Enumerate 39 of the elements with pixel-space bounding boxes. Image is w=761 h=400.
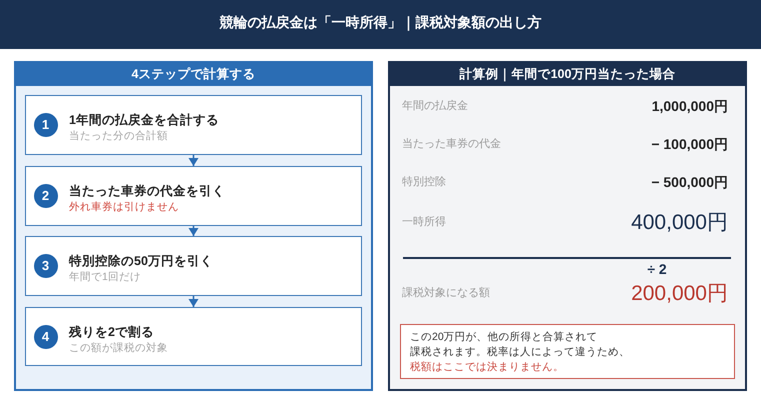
- note-text: この20万円が、他の所得と合算されて: [410, 330, 599, 345]
- step-title: 残りを2で割る: [69, 324, 154, 340]
- step-warning: 外れ車券は引けません: [69, 200, 179, 214]
- total-amount: 400,000円: [631, 210, 728, 234]
- step-box: [25, 307, 362, 366]
- arrow: [188, 296, 198, 307]
- step-number-circle: 1: [34, 113, 58, 137]
- amount: − 500,000円: [651, 173, 728, 191]
- step-note: 当たった分の合計額: [69, 129, 168, 143]
- step-title: 特別控除の50万円を引く: [69, 253, 213, 269]
- amount: − 100,000円: [651, 135, 728, 153]
- step-note: 年間で1回だけ: [69, 270, 141, 284]
- warning-text: 税額はここでは決まりません。: [410, 360, 565, 375]
- step-title: 1年間の払戻金を合計する: [69, 112, 219, 128]
- taxable-amount: 200,000円: [631, 280, 728, 306]
- step-box: [25, 236, 362, 296]
- step-title: 当たった車券の代金を引く: [69, 183, 225, 199]
- arrow: [188, 155, 198, 166]
- step-number-circle: 4: [34, 325, 58, 349]
- row-label: 一時所得: [402, 215, 446, 229]
- note-text: 課税されます。税率は人によって違うため、: [410, 345, 631, 360]
- panel-header: 計算例｜年間で100万円当たった場合: [390, 63, 745, 86]
- panel-header: 4ステップで計算する: [16, 63, 371, 86]
- step-box: [25, 166, 362, 226]
- steps-panel: [14, 61, 373, 391]
- row-label: 年間の払戻金: [402, 99, 468, 113]
- step-number-circle: 3: [34, 254, 58, 278]
- divisor: ÷ 2: [647, 260, 667, 278]
- title: 競輪の払戻金は「一時所得」｜課税対象額の出し方: [220, 14, 542, 30]
- row-label: 課税対象になる額: [402, 286, 490, 300]
- step-number-circle: 2: [34, 184, 58, 208]
- amount: 1,000,000円: [652, 97, 728, 115]
- example-panel: [388, 61, 747, 391]
- row-label: 当たった車券の代金: [402, 137, 501, 151]
- step-note: この額が課税の対象: [69, 341, 168, 355]
- row-label: 特別控除: [402, 175, 446, 189]
- note-box: [400, 324, 735, 379]
- step-box: [25, 95, 362, 155]
- arrow: [188, 226, 198, 236]
